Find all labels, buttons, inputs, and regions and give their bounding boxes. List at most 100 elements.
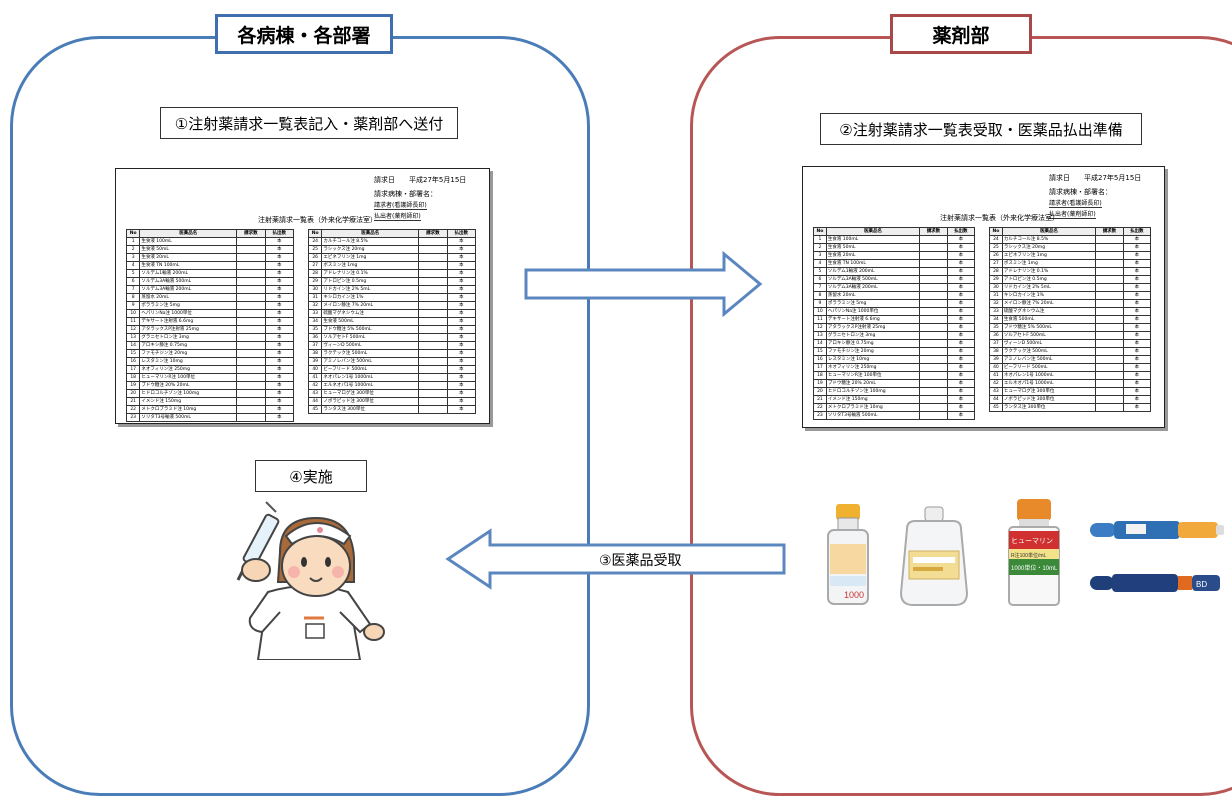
row-request-qty xyxy=(1095,315,1124,324)
row-number: 44 xyxy=(989,395,1003,404)
row-request-qty xyxy=(1095,403,1124,412)
row-drug-name: ブドウ糖注 5% 500mL xyxy=(1001,323,1097,332)
table-header-cell: No xyxy=(989,227,1003,236)
form-dept-label: 請求病棟・部署名： xyxy=(1049,188,1112,196)
row-drug-name: ソルアセトF 500mL xyxy=(321,333,420,342)
row-unit: 本 xyxy=(1122,323,1152,332)
row-number: 44 xyxy=(307,397,323,406)
row-number: 19 xyxy=(125,381,141,390)
row-number: 25 xyxy=(989,243,1003,252)
row-number: 35 xyxy=(307,325,323,334)
row-number: 29 xyxy=(989,275,1003,284)
row-request-qty xyxy=(919,403,948,412)
row-request-qty xyxy=(236,309,266,318)
ward-department-title: 各病棟・各部署 xyxy=(215,14,393,54)
row-number: 37 xyxy=(989,339,1003,348)
row-number: 40 xyxy=(307,365,323,374)
row-drug-name: ヒドロコルチゾン注 100mg xyxy=(139,389,238,398)
row-number: 31 xyxy=(307,293,323,302)
table-header-cell: 払出数 xyxy=(264,229,295,238)
row-drug-name: エピネフリン注 1mg xyxy=(321,253,420,262)
row-request-qty xyxy=(1095,259,1124,268)
row-unit: 本 xyxy=(946,323,976,332)
row-request-qty xyxy=(919,331,948,340)
row-drug-name: エピネフリン注 1mg xyxy=(1001,251,1097,260)
row-unit: 本 xyxy=(446,269,477,278)
row-number: 15 xyxy=(125,349,141,358)
row-drug-name: 生食液 50mL xyxy=(139,245,238,254)
form-date-value: 平成27年5月15日 xyxy=(409,176,467,184)
row-drug-name: キシロカイン注 1% xyxy=(1001,291,1097,300)
row-request-qty xyxy=(919,307,948,316)
row-number: 30 xyxy=(307,285,323,294)
row-request-qty xyxy=(418,245,448,254)
row-unit: 本 xyxy=(446,397,477,406)
table-header-cell: 払出数 xyxy=(1122,227,1152,236)
row-number: 43 xyxy=(307,389,323,398)
row-unit: 本 xyxy=(264,285,295,294)
row-drug-name: エルネオパ1号 1000mL xyxy=(1001,379,1097,388)
row-request-qty xyxy=(418,293,448,302)
ampoule-vial-image: 1000 xyxy=(827,504,869,605)
row-unit: 本 xyxy=(264,245,295,254)
row-number: 20 xyxy=(813,387,827,396)
row-drug-name: ヒドロコルチゾン注 100mg xyxy=(825,387,921,396)
row-drug-name: ソルデム3A輸液 200mL xyxy=(825,283,921,292)
row-request-qty xyxy=(418,325,448,334)
row-number: 42 xyxy=(307,381,323,390)
row-drug-name: 生食液 TN 100mL xyxy=(139,261,238,270)
form-title: 注射薬請求一覧表（外来化学療法室） xyxy=(258,216,377,224)
pharmacy-title: 薬剤部 xyxy=(890,14,1032,54)
row-number: 5 xyxy=(125,269,141,278)
row-drug-name: イメンド注 150mg xyxy=(825,395,921,404)
row-drug-name: ソルデム3A輸液 200mL xyxy=(139,285,238,294)
row-request-qty xyxy=(919,347,948,356)
row-drug-name: 硫酸マグネシウム注 xyxy=(321,309,420,318)
row-number: 23 xyxy=(813,411,827,420)
row-request-qty xyxy=(418,341,448,350)
row-unit: 本 xyxy=(946,275,976,284)
row-unit: 本 xyxy=(1122,379,1152,388)
form-sign1: 請求者(看護師長印) xyxy=(1049,200,1102,208)
row-request-qty xyxy=(1095,307,1124,316)
row-drug-name: ファモチジン注 20mg xyxy=(139,349,238,358)
row-drug-name: ビーフリード 500mL xyxy=(1001,363,1097,372)
row-unit: 本 xyxy=(264,381,295,390)
row-drug-name: ヒューマリンR注 100単位 xyxy=(139,373,238,382)
row-unit: 本 xyxy=(264,349,295,358)
row-drug-name: ソルデム1輸液 200mL xyxy=(825,267,921,276)
form-sign2: 払出者(薬剤師印) xyxy=(374,213,421,221)
row-request-qty xyxy=(236,333,266,342)
row-unit: 本 xyxy=(264,365,295,374)
row-unit: 本 xyxy=(264,237,295,246)
row-number: 18 xyxy=(813,371,827,380)
row-number: 9 xyxy=(125,301,141,310)
arrow-shape xyxy=(524,250,763,318)
